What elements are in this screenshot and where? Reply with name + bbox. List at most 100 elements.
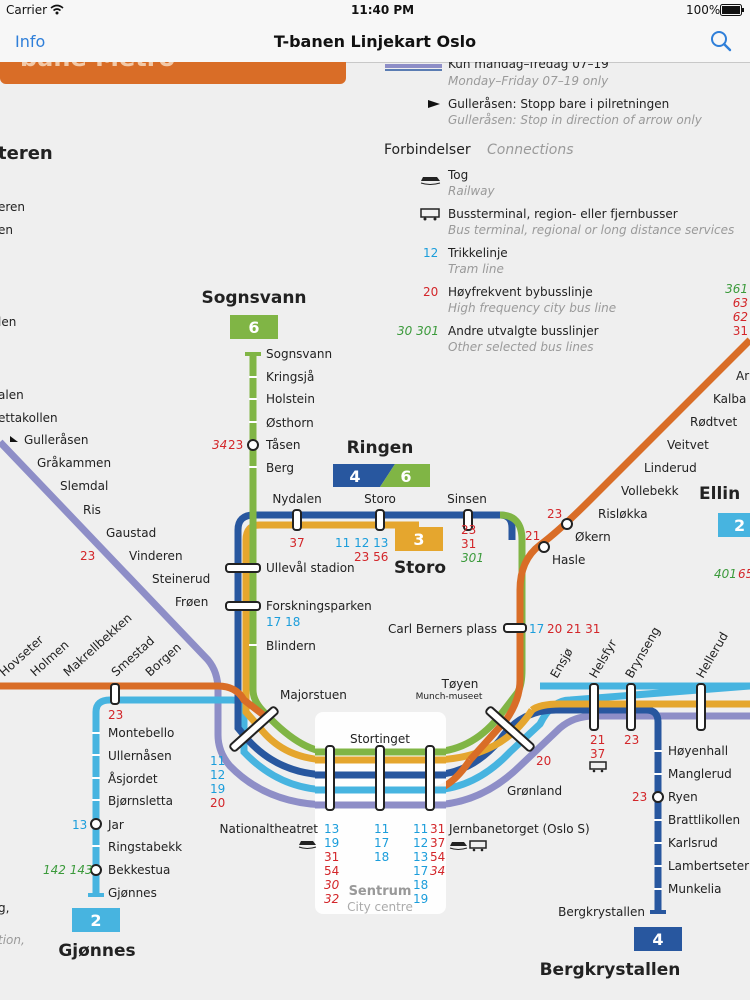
svg-text:54: 54 — [324, 864, 339, 878]
station-marker-majorstuen — [229, 706, 279, 752]
badge-line-4-bergkrystallen: 4 — [634, 927, 682, 951]
line-4-east-labels[interactable]: Høyenhall Manglerud Ryen Brattlikollen K… — [558, 744, 749, 919]
top-legend-line — [385, 64, 442, 71]
station-munch-museet: Munch-museet — [416, 692, 483, 702]
legend-connections: Forbindelser — [384, 142, 471, 158]
station-gjonnes: Gjønnes — [108, 886, 157, 900]
svg-text:30: 30 — [324, 878, 340, 892]
station-steinerud: Steinerud — [152, 572, 210, 586]
ticks — [92, 376, 662, 890]
station-partial-4[interactable]: alen — [0, 388, 24, 402]
station-carl-berners-plass[interactable]: Carl Berners plass — [388, 622, 497, 636]
station-lambertseter: Lambertseter — [668, 859, 749, 873]
station-aasjordet: Åsjordet — [108, 771, 158, 786]
legend-tram: Trikkelinje — [447, 246, 508, 260]
info-button[interactable]: Info — [15, 32, 46, 51]
gjonnes-terminus-bar — [88, 893, 104, 897]
station-ulleval-stadion: Ullevål stadion — [266, 561, 355, 575]
station-marker-okern — [561, 518, 573, 530]
station-hellerud: Hellerud — [693, 630, 730, 681]
station-vinderen: Vinderen — [129, 549, 183, 563]
sognsvann-line-labels[interactable]: Sognsvann Kringsjå Holstein Østhorn Tåse… — [265, 347, 372, 653]
svg-text:2: 2 — [734, 516, 745, 535]
station-jernbanetorget[interactable]: Jernbanetorget (Oslo S) — [448, 822, 590, 836]
station-stortinget[interactable]: Stortinget — [350, 732, 410, 746]
station-manglerud: Manglerud — [668, 767, 732, 781]
station-marker-ryen — [652, 791, 664, 803]
legend-bus-terminal-en: Bus terminal, regional or long distance … — [448, 223, 734, 237]
bus-icon — [420, 208, 440, 221]
gronland-bus: 20 — [536, 754, 551, 768]
jbt-train-icon — [449, 842, 468, 850]
page-title: T-banen Linjekart Oslo — [273, 32, 477, 51]
station-partial-2[interactable]: en — [0, 223, 13, 237]
station-graakammen: Gråkammen — [37, 456, 111, 470]
svg-text:2: 2 — [90, 911, 101, 930]
interchange-circles[interactable] — [90, 439, 664, 876]
kolsaas-line-labels[interactable]: Hovseter Holmen Makrellbekken Smestad Bo… — [0, 611, 184, 680]
svg-text:3: 3 — [413, 530, 424, 549]
area-ringen: Ringen — [347, 438, 414, 458]
station-nydalen[interactable]: Nydalen — [272, 492, 321, 506]
holmenkollen-line-labels[interactable]: Gulleråsen Gråkammen Slemdal Ris Gaustad… — [24, 433, 210, 609]
badge-line-2-right: 2 — [718, 513, 750, 537]
station-partial-5[interactable]: ettakollen — [0, 411, 58, 425]
station-majorstuen[interactable]: Majorstuen — [280, 688, 347, 702]
legend-other: Andre utvalgte busslinjer — [448, 324, 599, 338]
legend-bus-en: High frequency city bus line — [448, 301, 616, 315]
svg-text:34: 34 — [430, 864, 445, 878]
svg-text:361: 361 — [725, 282, 748, 296]
legend-weekday: Kun mandag–fredag 07–19 — [448, 62, 609, 71]
station-gulleraasen: Gulleråsen — [24, 433, 88, 447]
station-nationaltheatret[interactable]: Nationaltheatret — [219, 822, 318, 836]
svg-text:11: 11 — [374, 822, 389, 836]
battery-icon — [720, 4, 744, 16]
station-partial-3[interactable]: len — [0, 315, 16, 329]
bergkrystallen-terminus-bar — [650, 910, 666, 914]
search-icon[interactable] — [708, 28, 734, 54]
left-partial-text: g, — [0, 901, 9, 915]
station-sinsen[interactable]: Sinsen — [447, 492, 487, 506]
station-marker-helsfyr — [589, 683, 599, 731]
station-marker-smestad — [110, 683, 120, 705]
station-ullernaasen: Ullernåsen — [108, 749, 172, 763]
station-ryen: Ryen — [668, 790, 698, 804]
station-okern: Økern — [575, 530, 611, 544]
centre-markers — [325, 745, 435, 811]
svg-text:18: 18 — [413, 878, 428, 892]
jar-tram: 13 — [72, 818, 87, 832]
station-bekkestua: Bekkestua — [108, 863, 170, 877]
station-toyen[interactable]: Tøyen — [441, 677, 479, 691]
grorud-line-labels[interactable]: Hasle Økern Risløkka Vollebekk Linderud … — [552, 369, 749, 567]
metro-map[interactable]: bane Metro — [0, 62, 750, 1000]
ring-badges: 4 6 — [333, 464, 430, 487]
badge-line-6-top: 6 — [230, 315, 278, 339]
station-storo[interactable]: Storo — [364, 492, 396, 506]
line-2-west-labels[interactable]: Montebello Ullernåsen Åsjordet Bjørnslet… — [107, 726, 182, 900]
svg-text:31: 31 — [733, 324, 748, 338]
nydalen-bus: 37 — [289, 536, 304, 550]
line-1-path — [0, 439, 750, 809]
svg-text:18: 18 — [374, 850, 389, 864]
line-orange-path — [0, 682, 273, 723]
majorstuen-tram: 11 12 19 — [210, 754, 225, 796]
station-sognsvann: Sognsvann — [266, 347, 332, 361]
area-ellingsrud: Ellin — [699, 484, 740, 504]
svg-text:4: 4 — [652, 930, 663, 949]
station-partial-1[interactable]: eren — [0, 200, 25, 214]
station-marker-bekkestua — [90, 864, 102, 876]
station-munkelia: Munkelia — [668, 882, 722, 896]
svg-text:37: 37 — [430, 836, 445, 850]
station-marker-ulleval — [225, 563, 261, 573]
terminus-sognsvann: Sognsvann — [201, 288, 306, 308]
station-vollebekk: Vollebekk — [621, 484, 679, 498]
station-rislokka: Risløkka — [598, 507, 648, 521]
station-karlsrud: Karlsrud — [668, 836, 718, 850]
badge-line-2-gjonnes: 2 — [72, 908, 120, 932]
badge-ring-4: 4 — [349, 467, 360, 486]
majorstuen-bus: 20 — [210, 796, 225, 810]
station-gronland[interactable]: Grønland — [507, 784, 562, 798]
sognsvann-terminus-bar — [245, 352, 261, 356]
station-osthorn: Østhorn — [266, 416, 314, 430]
station-hoyenhall: Høyenhall — [668, 744, 728, 758]
